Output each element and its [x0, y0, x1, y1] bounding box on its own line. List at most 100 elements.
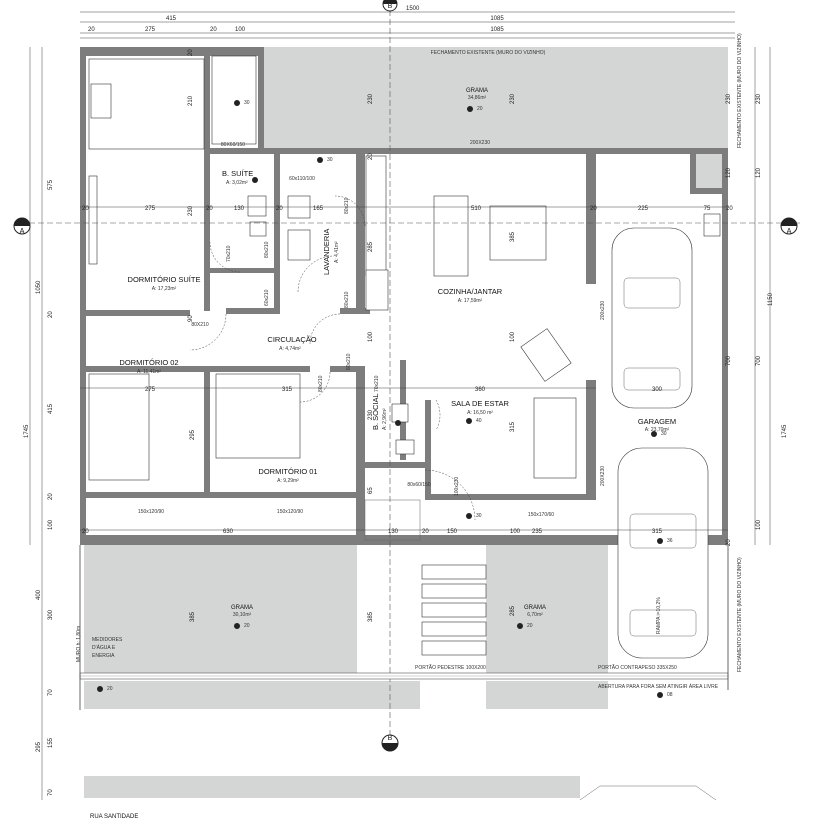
grass-areas — [84, 47, 728, 798]
dimensions-top: 1500 415 1085 20 275 20 100 1085 — [88, 6, 504, 33]
dimensions-internal-text: 100 — [368, 331, 374, 342]
room-area-dorm-suite: A: 17,23m² — [152, 286, 177, 292]
entry-stairs — [364, 499, 487, 656]
section-a-label: A — [19, 227, 25, 236]
room-area-dorm01: A: 9,29m² — [277, 478, 299, 484]
dimensions-internal-text: 385 — [190, 611, 196, 622]
level-icon: 20 — [517, 623, 533, 629]
room-area-cozinha: A: 17,59m² — [458, 298, 483, 304]
opening-label-text: 150x120/90 — [277, 509, 303, 515]
level-icon: 20 — [467, 106, 483, 112]
dimensions-internal-text: 275 — [145, 206, 156, 212]
grass-area-small: 6,70m² — [527, 612, 543, 618]
fridge — [365, 269, 389, 311]
room-name-b-suite: B. SUÍTE — [222, 169, 253, 178]
level-icon-text: 30 — [327, 157, 333, 163]
section-marker-b-top: B — [382, 0, 398, 12]
car-icon — [611, 227, 693, 409]
level-icon: 20 — [234, 623, 250, 629]
opening-label-text: 80x210 — [344, 291, 350, 308]
toilet-social — [391, 403, 409, 423]
level-icon: 08 — [657, 692, 673, 698]
dimensions-internal-text: 700 — [726, 355, 732, 366]
room-area-garagem: A: 23,70m² — [645, 427, 670, 433]
kitchen-counter — [365, 155, 387, 277]
dimensions-right: 1745 1150 230 120 700 100 — [756, 93, 788, 530]
dimensions-internal-text: 20 — [590, 206, 597, 212]
dimensions-internal-text: 130 — [234, 206, 245, 212]
dimensions-internal-text: 315 — [652, 529, 663, 535]
dimensions-internal-text: 130 — [388, 529, 399, 535]
level-markers: 20 30 30 40 30 30 36 20 20 20 08 — [97, 100, 673, 698]
dimensions-top-text: 20 — [210, 27, 217, 33]
dimensions-internal-text: 230 — [188, 205, 194, 216]
wall-height: MURO h: 1,80m — [76, 626, 82, 662]
section-marker-a-right: A — [780, 217, 798, 236]
dimensions-internal-text: 360 — [475, 387, 486, 393]
counterweight-gate: PORTÃO CONTRAPESO 335X250 — [598, 664, 677, 671]
dimensions-top-text: 100 — [235, 27, 246, 33]
dimensions-internal-text: 150 — [447, 529, 458, 535]
dimensions-internal-text: 385 — [368, 611, 374, 622]
dimensions-top-text: 1085 — [490, 16, 504, 22]
dimensions-left-text: 20 — [48, 311, 54, 318]
dimensions-internal-text: 65 — [368, 487, 374, 494]
room-area-b-suite: A: 3,02m² — [226, 180, 248, 186]
opening-label-text: 80X210 — [191, 322, 208, 328]
fence-note-right-2: FECHAMENTO EXISTENTE (MURO DO VIZINHO) — [737, 557, 743, 672]
garage-sink — [703, 213, 721, 237]
dimensions-left-text: 70 — [48, 689, 54, 696]
level-icon-text: 30 — [244, 100, 250, 106]
toilet-suite — [247, 195, 267, 217]
pillow — [90, 83, 112, 119]
section-marker-a-left: A — [13, 217, 31, 236]
level-icon: 36 — [657, 538, 673, 544]
section-a-label: A — [786, 227, 792, 236]
dimensions-top-text: 275 — [145, 27, 156, 33]
dimensions-internal: 275 20 130 20 165 20 510 225 75 20 20 27… — [82, 49, 733, 622]
pedestrian-gate: PORTÃO PEDESTRE 100X200 — [415, 664, 486, 671]
dimensions-left-text: 70 — [48, 789, 54, 796]
dimensions-internal-text: 165 — [313, 206, 324, 212]
opening-label-text: 80x210 — [344, 197, 350, 214]
dimensions-internal-text: 235 — [532, 529, 543, 535]
level-icon: 40 — [466, 418, 482, 424]
dimensions-top-text: 415 — [166, 16, 177, 22]
tank — [287, 229, 311, 261]
grass-name-small: GRAMA — [524, 605, 546, 611]
double-bed-02 — [88, 373, 150, 481]
dimensions-left-text: 1050 — [36, 280, 42, 294]
section-b-label: B — [388, 735, 393, 742]
section-marker-b-bottom: B — [381, 734, 399, 752]
armchair — [520, 328, 572, 382]
dimensions-left-text: 295 — [36, 741, 42, 752]
dimensions-internal-text: 230 — [726, 93, 732, 104]
grass-area-front: 30,10m² — [233, 612, 252, 618]
level-icon: 30 — [466, 513, 482, 519]
opening-label-text: 200X230 — [470, 140, 490, 146]
room-name-dorm02: DORMITÓRIO 02 — [119, 358, 178, 367]
dimensions-internal-text: 100 — [510, 331, 516, 342]
level-icon-text: 20 — [244, 623, 250, 629]
street-name: RUA SANTIDADE — [90, 814, 138, 820]
meters-note-3: ENERGIA — [92, 653, 115, 659]
room-area-b-social: A: 2,96m² — [382, 408, 388, 430]
dimensions-internal-text: 20 — [276, 206, 283, 212]
dimensions-top-text: 20 — [88, 27, 95, 33]
dimensions-left-text: 300 — [48, 609, 54, 620]
opening-label-text: 80x210 — [346, 353, 352, 370]
section-lines — [20, 10, 800, 745]
dimensions-internal-text: 230 — [510, 93, 516, 104]
level-icon-text: 30 — [661, 431, 667, 437]
room-area-circulacao: A: 4,74m² — [279, 346, 301, 352]
sofa — [533, 397, 577, 479]
island — [433, 195, 469, 277]
opening-label-text: 80X60/150 — [221, 142, 245, 148]
opening-label-text: 150x120/90 — [138, 509, 164, 515]
dimensions-internal-text: 120 — [726, 167, 732, 178]
car-icon — [617, 447, 709, 659]
dimensions-left-text: 415 — [48, 403, 54, 414]
opening-label-text: 200x230 — [600, 301, 606, 320]
wardrobe-suite — [88, 175, 98, 265]
dimensions-internal-text: 20 — [726, 539, 732, 546]
